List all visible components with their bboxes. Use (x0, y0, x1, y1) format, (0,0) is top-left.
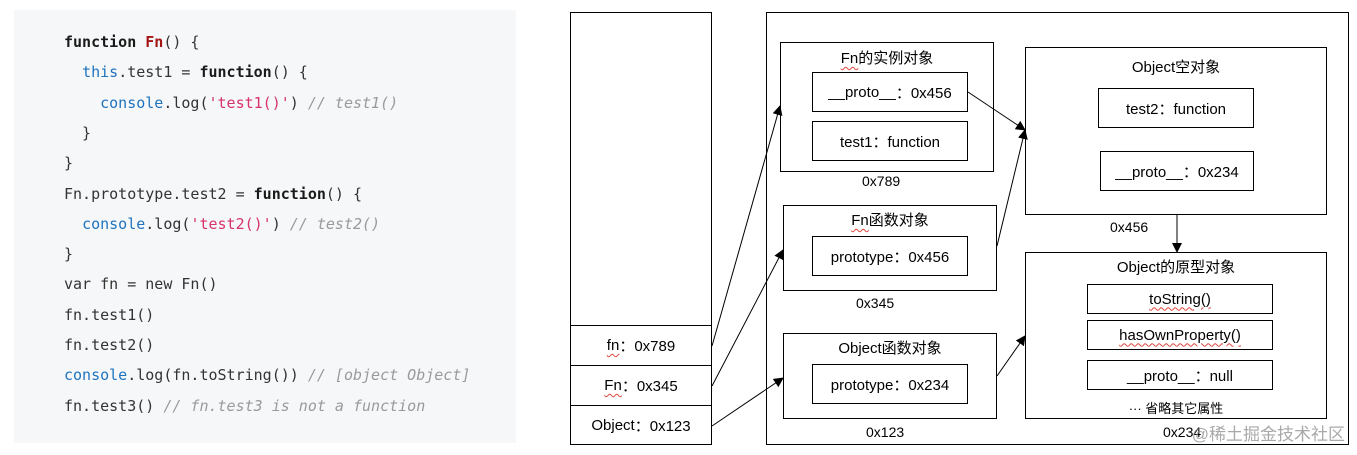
instance-proto-key: __proto__ (828, 83, 896, 101)
code-token: fn.test1() (64, 305, 155, 324)
code-token: } (64, 123, 92, 142)
code-token: .log( (145, 214, 191, 233)
code-token: // test1() (307, 93, 399, 112)
arrow-fn-prototype-to-empty (996, 129, 1028, 247)
tostring-cell: toString() (1087, 284, 1273, 314)
code-line: console.log('test2()') // test2() (64, 212, 380, 236)
stack-cell-object: Object：0x123 (570, 405, 712, 445)
instance-title-rest: 的实例对象 (858, 50, 934, 67)
watermark: @稀土掘金技术社区 (1191, 425, 1345, 444)
code-line: } (64, 151, 73, 175)
stack-object-label: Object (591, 416, 635, 434)
code-token: .log( (163, 93, 209, 112)
code-token: () { (163, 33, 200, 51)
object-function-title: Object函数对象 (838, 340, 942, 357)
object-empty-address: 0x456 (1110, 219, 1149, 235)
object-empty-title: Object空对象 (1131, 59, 1221, 76)
instance-title: Fn的实例对象 (780, 47, 994, 68)
empty-test2-cell: test2：function (1098, 88, 1254, 128)
code-line: console.log(fn.toString()) // [object Ob… (64, 363, 470, 387)
code-token: function (64, 33, 137, 51)
code-token: ) (289, 93, 308, 112)
code-line: } (64, 121, 91, 145)
stack-cell-Fn: Fn：0x345 (570, 365, 712, 406)
instance-test1-text: test1：function (839, 133, 941, 151)
stack-object-value: ：0x123 (634, 417, 691, 435)
code-token: // test2() (289, 214, 381, 233)
code-token: this (82, 63, 119, 82)
code-line: var fn = new Fn() (64, 272, 218, 296)
code-token: 'test2()' (190, 214, 272, 233)
instance-test1-cell: test1：function (812, 121, 968, 161)
code-token: .test1 = (118, 63, 200, 82)
hasownproperty-text: hasOwnProperty() (1119, 326, 1241, 344)
instance-proto-cell: __proto__：0x456 (812, 72, 968, 112)
code-token: fn.test2() (64, 336, 155, 354)
others-omitted-text: ··· 省略其它属性 (1128, 401, 1224, 416)
code-token: // fn.test3 is not a function (163, 396, 426, 415)
fn-function-address: 0x345 (856, 295, 895, 311)
code-token: ) (271, 214, 290, 233)
empty-proto-text: __proto__：0x234 (1115, 163, 1239, 181)
fn-prototype-cell: prototype：0x456 (812, 236, 968, 276)
code-line: function Fn() { (64, 30, 199, 54)
code-token: console (64, 366, 128, 385)
code-line: Fn.prototype.test2 = function() { (64, 182, 362, 206)
code-token: 'test1()' (208, 93, 290, 112)
fn-function-title-fn: Fn (851, 212, 869, 229)
arrow-object-prototype-to-proto-object (996, 335, 1026, 377)
code-token: function (253, 184, 326, 203)
object-prototype-address: 0x234 (1163, 424, 1202, 440)
null-proto-text: __proto__：null (1127, 367, 1233, 385)
code-token: fn.test3() (64, 396, 164, 415)
hasownproperty-cell: hasOwnProperty() (1087, 320, 1273, 350)
instance-address: 0x789 (862, 173, 901, 189)
object-prototype-text: prototype：0x234 (830, 376, 950, 394)
code-token: function (199, 63, 272, 82)
code-token: console (100, 93, 164, 112)
code-token: () { (325, 184, 363, 203)
code-line: fn.test2() (64, 333, 154, 357)
stack-Fn-value: ：0x345 (621, 378, 678, 395)
fn-prototype-text: prototype：0x456 (830, 248, 950, 266)
arrow-instance-proto-to-empty (967, 91, 1026, 131)
stack-Fn-label: Fn (604, 377, 622, 394)
stack-fn-value: ：0x789 (619, 338, 676, 355)
code-line: this.test1 = function() { (64, 60, 308, 84)
empty-test2-text: test2：function (1125, 100, 1227, 118)
code-token: Fn (145, 33, 164, 51)
code-token: var fn = new Fn() (64, 275, 218, 294)
code-token: } (64, 154, 74, 173)
arrow-fn-to-instance (711, 105, 783, 347)
code-token: // [object Object] (307, 366, 471, 385)
object-prototype-title: Object的原型对象 (1116, 259, 1236, 276)
object-prototype-cell: prototype：0x234 (812, 364, 968, 404)
code-line: console.log('test1()') // test1() (64, 91, 398, 115)
code-token: console (82, 214, 146, 233)
fn-function-title-rest: 函数对象 (868, 212, 929, 229)
tostring-text: toString() (1149, 290, 1211, 308)
code-token: } (64, 245, 74, 264)
object-function-address: 0x123 (866, 424, 905, 440)
fn-function-title: Fn函数对象 (783, 209, 997, 230)
instance-proto-value: ：0x456 (895, 84, 952, 102)
instance-title-fn: Fn (840, 50, 859, 67)
code-panel: function Fn() { this.test1 = function() … (14, 10, 516, 443)
code-line: fn.test3() // fn.test3 is not a function (64, 394, 425, 418)
code-token: .log(fn.toString()) (127, 366, 308, 385)
code-line: } (64, 242, 73, 266)
code-token: Fn.prototype.test2 = (64, 184, 254, 203)
stack-fn-label: fn (606, 337, 620, 354)
arrow-Fn-to-fn-function (711, 249, 784, 387)
empty-proto-cell: __proto__：0x234 (1100, 151, 1254, 191)
code-line: fn.test1() (64, 303, 154, 327)
arrow-object-to-object-function (711, 377, 784, 427)
code-token: () { (271, 63, 308, 82)
null-proto-cell: __proto__：null (1087, 360, 1273, 390)
